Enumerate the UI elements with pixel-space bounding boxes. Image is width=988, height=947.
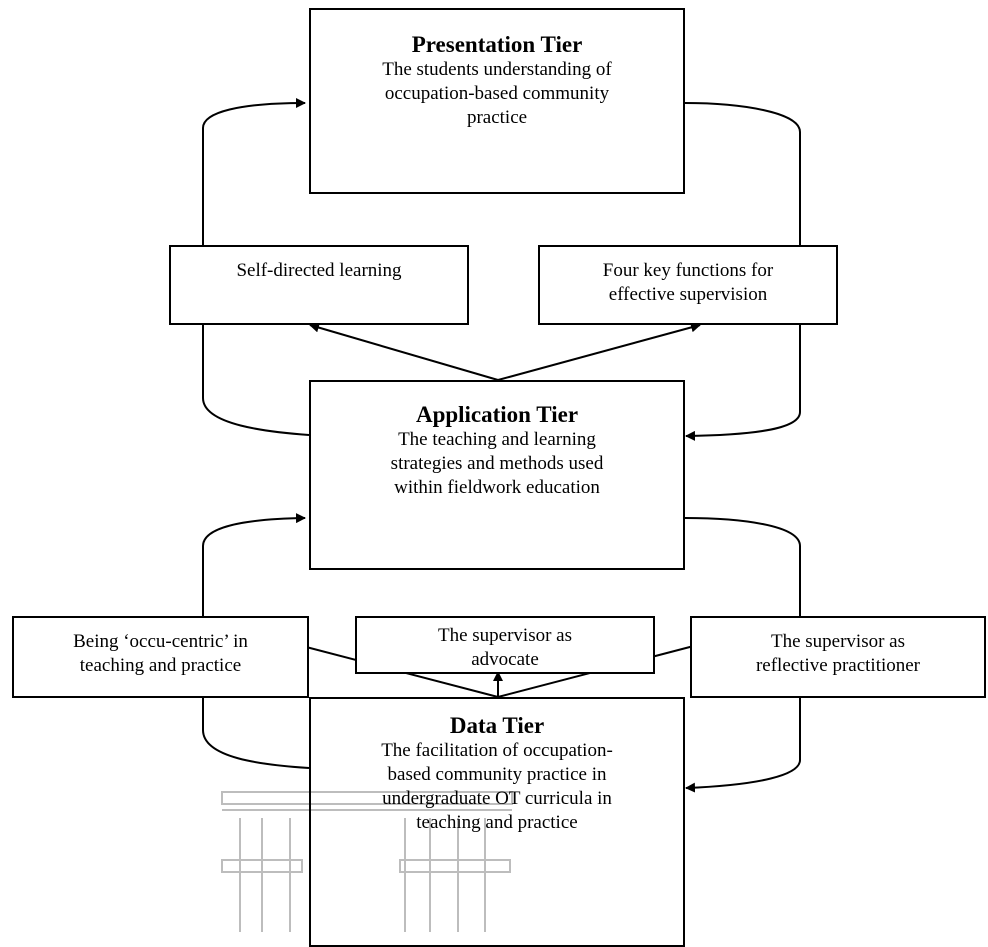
application-tier-line: within fieldwork education	[394, 477, 600, 498]
presentation-tier-line: The students understanding of	[382, 59, 612, 80]
occu-centric-box: Being ‘occu-centric’ in teaching and pra…	[12, 616, 309, 698]
self-directed-learning-box: Self-directed learning	[169, 245, 469, 325]
data-tier-line: teaching and practice	[416, 812, 578, 833]
presentation-tier-title: Presentation Tier	[411, 32, 583, 57]
arrow-to-self-directed	[309, 322, 499, 381]
presentation-tier-line: practice	[466, 107, 528, 128]
presentation-tier-line: occupation-based community	[384, 83, 610, 104]
application-tier-line: The teaching and learning	[398, 429, 596, 450]
data-tier-line: based community practice in	[387, 764, 607, 785]
data-tier-line: undergraduate OT curricula in	[382, 788, 612, 809]
application-tier-title: Application Tier	[415, 402, 579, 427]
application-tier-box: Application Tier The teaching and learni…	[309, 380, 685, 570]
presentation-tier-box: Presentation Tier The students understan…	[309, 8, 685, 194]
four-key-functions-line: Four key functions for	[602, 260, 774, 281]
data-tier-box: Data Tier The facilitation of occupation…	[309, 697, 685, 947]
occu-centric-line: teaching and practice	[79, 655, 242, 676]
occu-centric-line: Being ‘occu-centric’ in	[73, 631, 248, 652]
arrow-to-four-functions	[497, 322, 701, 381]
supervisor-advocate-line: advocate	[471, 649, 539, 670]
supervisor-reflective-line: reflective practitioner	[755, 655, 921, 676]
four-key-functions-line: effective supervision	[608, 284, 768, 305]
data-tier-line: The facilitation of occupation-	[381, 740, 613, 761]
supervisor-reflective-box: The supervisor as reflective practitione…	[690, 616, 986, 698]
four-key-functions-box: Four key functions for effective supervi…	[538, 245, 838, 325]
application-tier-line: strategies and methods used	[390, 453, 604, 474]
loop-left-to-presentation	[202, 98, 310, 436]
supervisor-advocate-box: The supervisor as advocate	[355, 616, 655, 674]
supervisor-reflective-line: The supervisor as	[770, 631, 906, 652]
self-directed-learning-label: Self-directed learning	[236, 260, 402, 281]
data-tier-title: Data Tier	[449, 713, 545, 738]
university-watermark	[221, 791, 513, 932]
supervisor-advocate-line: The supervisor as	[437, 625, 573, 646]
